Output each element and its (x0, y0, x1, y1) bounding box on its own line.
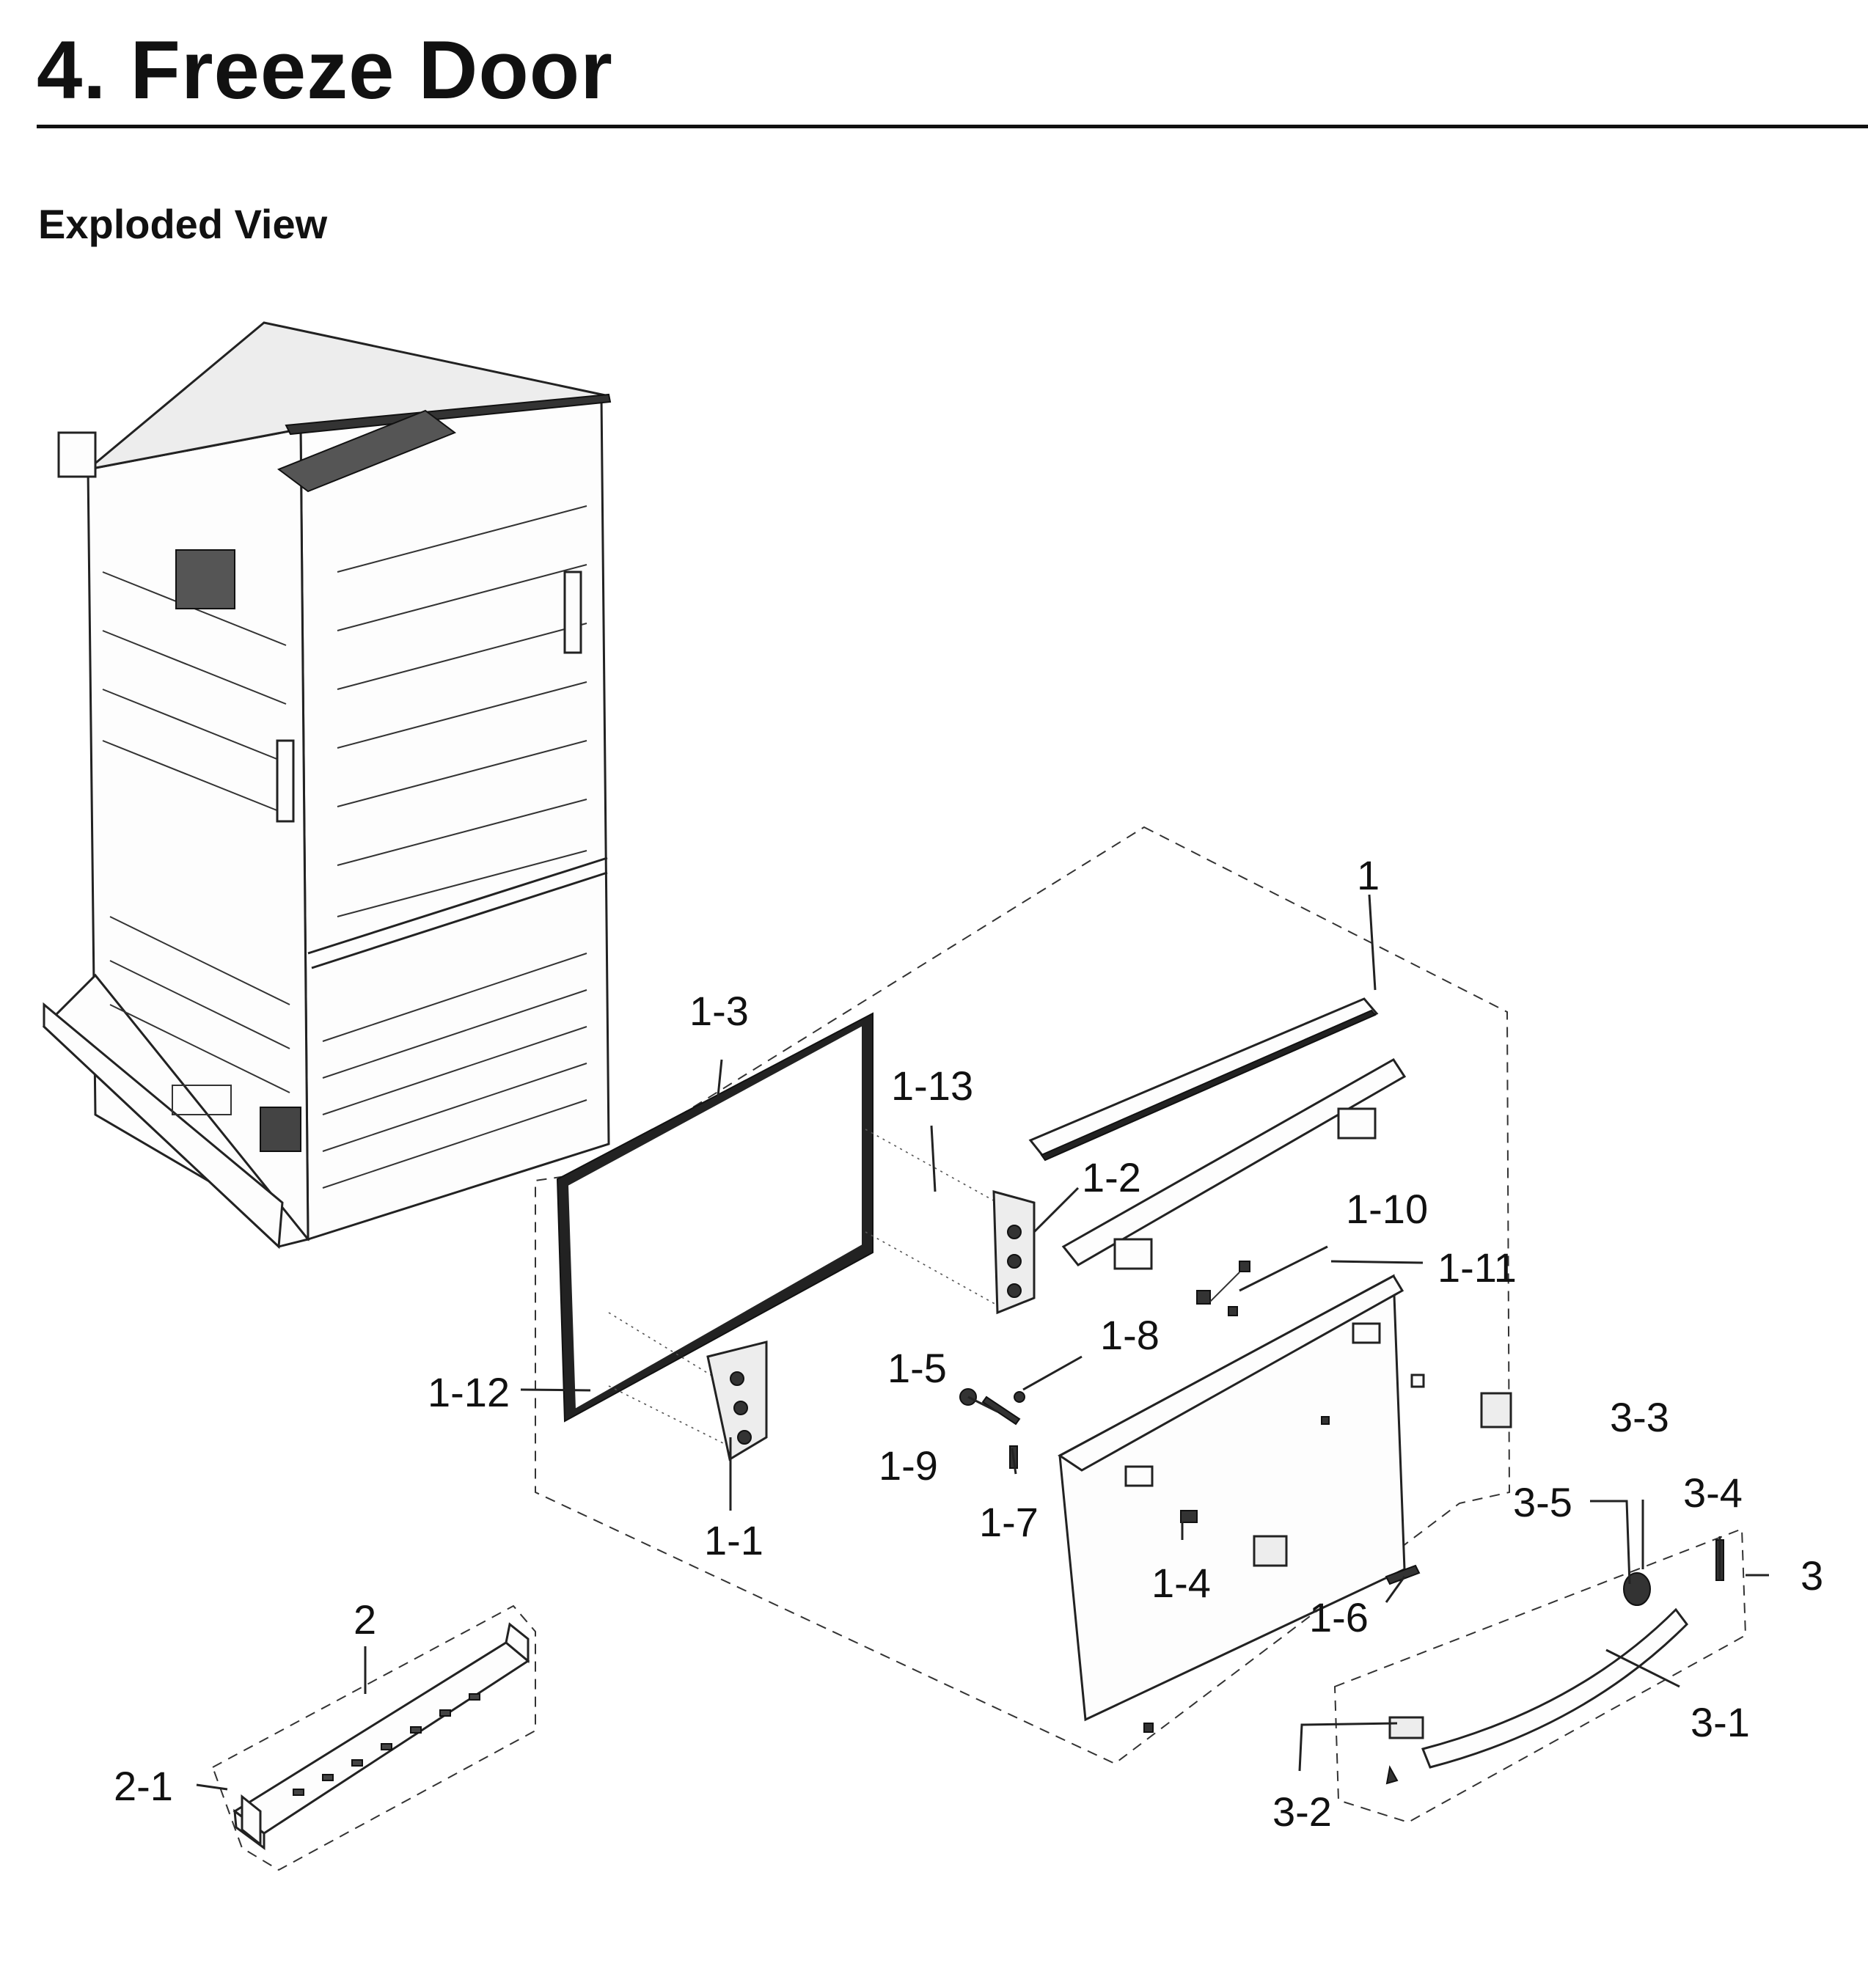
callout-1: 1 (1357, 852, 1380, 898)
refrigerator-cabinet (42, 321, 612, 1250)
callout-1-13: 1-13 (891, 1063, 973, 1109)
callout-3-1: 3-1 (1691, 1699, 1750, 1745)
callout-1-3: 1-3 (689, 988, 749, 1034)
leader-lines (196, 894, 1769, 1791)
door-cap-lower (1061, 1058, 1407, 1270)
callout-2: 2 (354, 1596, 376, 1643)
freezer-door-panel (1058, 1274, 1425, 1722)
callout-1-7: 1-7 (979, 1499, 1039, 1545)
callout-1-6: 1-6 (1309, 1594, 1369, 1640)
callout-1-4: 1-4 (1151, 1560, 1211, 1606)
callout-1-11: 1-11 (1437, 1244, 1517, 1291)
callout-1-2: 1-2 (1082, 1154, 1141, 1200)
callout-1-5: 1-5 (887, 1345, 947, 1391)
hinge-bracket-lower (706, 1340, 768, 1461)
callout-1-1: 1-1 (704, 1517, 763, 1563)
callout-3-5: 3-5 (1513, 1479, 1572, 1525)
door-cap-upper (1028, 997, 1379, 1162)
callout-3: 3 (1801, 1552, 1823, 1599)
callout-1-8: 1-8 (1100, 1312, 1160, 1358)
callout-1-9: 1-9 (879, 1442, 938, 1489)
callout-3-3: 3-3 (1610, 1394, 1669, 1440)
callout-1-10: 1-10 (1346, 1186, 1428, 1232)
assembly-boundary-1 (535, 826, 1511, 1765)
small-parts (959, 1261, 1512, 1733)
hinge-bracket-upper (992, 1190, 1036, 1315)
door-gasket (556, 1012, 998, 1453)
callout-3-2: 3-2 (1272, 1789, 1332, 1835)
title-rule (37, 125, 1868, 128)
page-title: 4. Freeze Door (37, 24, 613, 116)
section-title: Exploded View (38, 201, 328, 247)
callout-3-4: 3-4 (1683, 1470, 1743, 1516)
callout-2-1: 2-1 (114, 1763, 173, 1809)
door-shelf (211, 1604, 536, 1871)
callout-1-12: 1-12 (428, 1369, 510, 1415)
